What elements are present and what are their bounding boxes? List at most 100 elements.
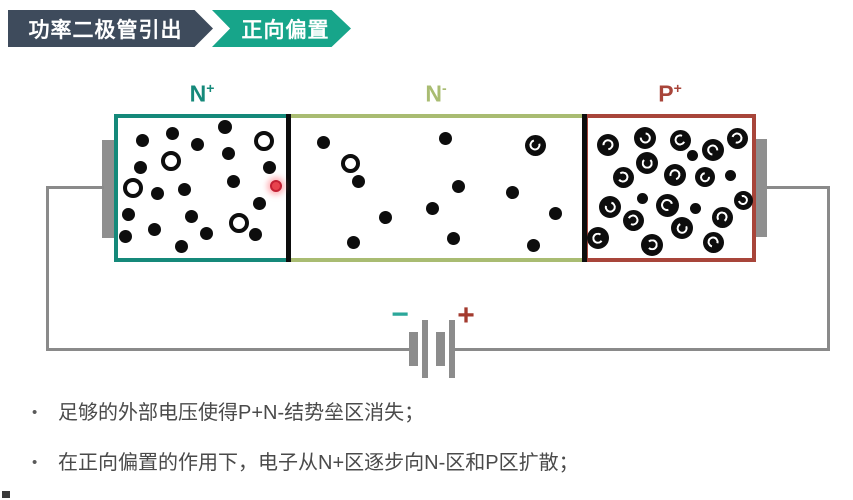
ring-dot — [161, 151, 181, 171]
hole-dot — [599, 196, 621, 218]
hole-crescent — [697, 169, 713, 185]
hole-dot — [612, 166, 634, 188]
bullet-marker: • — [32, 454, 38, 471]
electron-dot — [226, 174, 240, 188]
bullet-item: • 足够的外部电压使得P+N-结势垒区消失； — [32, 400, 424, 426]
electron-dot — [199, 226, 213, 240]
hole-crescent — [704, 141, 722, 159]
bullet-text: 足够的外部电压使得P+N-结势垒区消失； — [58, 402, 425, 424]
electron-dot — [636, 192, 648, 204]
hole-crescent — [599, 136, 617, 154]
hole-crescent — [715, 210, 729, 224]
electrode-left — [102, 140, 117, 238]
hole-crescent — [729, 130, 745, 146]
pn-junction-line-left — [286, 114, 291, 262]
region-label-sup: + — [206, 80, 215, 96]
hole-dot — [726, 127, 748, 149]
battery-minus-sign: − — [391, 298, 409, 331]
electron-dot — [135, 133, 149, 147]
region-label-base: N — [189, 80, 207, 107]
hole-dot — [671, 217, 693, 239]
hole-crescent — [616, 170, 630, 184]
electron-dot — [218, 120, 232, 134]
electron-dot — [505, 185, 519, 199]
breadcrumb-primary-banner: 功率二极管引出 — [8, 10, 213, 47]
electron-dot — [248, 227, 262, 241]
wire-bottom-right — [452, 348, 830, 351]
electron-dot — [221, 146, 235, 160]
electron-dot — [346, 235, 360, 249]
region-label-base: N — [425, 80, 442, 107]
electron-dot — [425, 201, 439, 215]
electron-dot — [438, 131, 452, 145]
breadcrumb-secondary-banner: 正向偏置 — [212, 10, 351, 47]
region-label-base: P — [658, 80, 674, 107]
hole-crescent — [646, 239, 658, 251]
electron-dot — [351, 174, 365, 188]
wire-left-vertical — [46, 186, 49, 351]
hole-dot — [711, 206, 733, 228]
hole-crescent — [527, 137, 543, 153]
electron-dot — [548, 206, 562, 220]
electron-dot — [526, 238, 540, 252]
hole-crescent — [658, 196, 676, 214]
hole-crescent — [667, 167, 683, 183]
electron-dot — [451, 179, 465, 193]
breadcrumb-secondary-label: 正向偏置 — [241, 18, 330, 42]
region-label-n-minus: N- — [376, 80, 496, 108]
electron-dot — [378, 210, 392, 224]
electron-dot — [689, 202, 701, 214]
hole-dot — [664, 164, 686, 186]
electron-dot — [446, 231, 460, 245]
battery-plate-negative-1 — [409, 332, 418, 366]
electron-dot — [184, 209, 198, 223]
battery-plus-sign: + — [457, 299, 475, 332]
wire-right-vertical — [827, 186, 830, 351]
region-label-sup: + — [673, 80, 682, 96]
electron-dot — [252, 196, 266, 210]
electron-dot — [262, 160, 276, 174]
hole-dot — [733, 190, 753, 210]
wire-left-top — [46, 186, 104, 189]
hole-crescent — [641, 157, 653, 169]
wire-right-top — [767, 186, 829, 189]
region-label-p-plus: P+ — [610, 80, 730, 108]
hole-crescent — [705, 234, 721, 250]
hole-crescent — [626, 213, 640, 227]
hole-dot — [636, 152, 658, 174]
hole-dot — [669, 129, 691, 151]
ring-dot — [254, 131, 274, 151]
hole-crescent — [636, 129, 654, 147]
hole-dot — [695, 167, 715, 187]
hole-dot — [622, 209, 644, 231]
hole-crescent — [591, 231, 605, 245]
hole-dot — [597, 134, 619, 156]
bullet-text: 在正向偏置的作用下，电子从N+区逐步向N-区和P区扩散； — [58, 452, 579, 474]
battery-plate-positive-2 — [449, 320, 455, 378]
wire-bottom-left — [46, 348, 412, 351]
hole-crescent — [602, 199, 618, 215]
battery-plate-negative-2 — [436, 332, 445, 366]
hole-dot — [524, 134, 546, 156]
electron-dot — [177, 182, 191, 196]
electron-dot — [150, 186, 164, 200]
electron-dot — [133, 160, 147, 174]
region-label-sup: - — [441, 80, 447, 96]
electron-dot — [686, 149, 698, 161]
hole-dot — [587, 227, 609, 249]
hole-dot — [634, 127, 656, 149]
electron-dot — [190, 137, 204, 151]
hole-crescent — [673, 133, 687, 147]
breadcrumb-primary-label: 功率二极管引出 — [28, 18, 183, 42]
battery-plate-positive-1 — [422, 320, 428, 378]
region-label-n-plus: N+ — [142, 80, 262, 108]
bullet-marker: • — [32, 404, 38, 421]
highlight-red-dot — [270, 180, 282, 192]
hole-dot — [641, 234, 663, 256]
electron-dot — [165, 126, 179, 140]
electron-dot — [118, 229, 132, 243]
ring-dot — [123, 178, 143, 198]
corner-mark — [2, 491, 10, 498]
electron-dot — [174, 239, 188, 253]
electron-dot — [147, 222, 161, 236]
